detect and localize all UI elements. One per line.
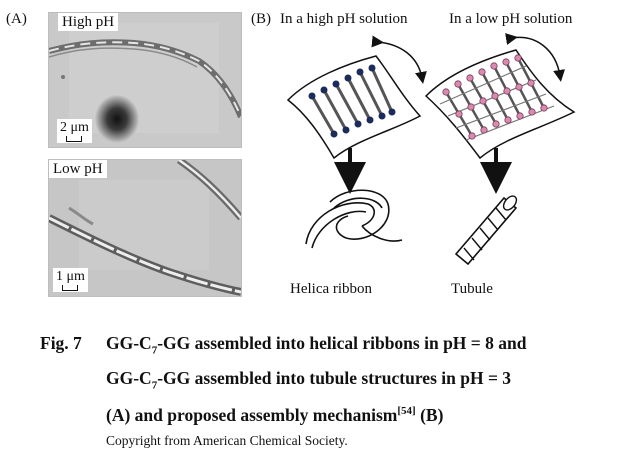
caption-reference: [54]: [397, 405, 416, 417]
micrograph-high-ph: High pH 2 μm: [48, 12, 242, 148]
caption-line-1: GG-C7-GG assembled into helical ribbons …: [106, 333, 526, 361]
scale-bar-low-ph: 1 μm: [53, 268, 88, 292]
caption-line-3-a: (A) and proposed assembly mechanism: [106, 404, 398, 425]
panel-a-label: (A): [6, 11, 27, 27]
caption-line-1-sub: 7: [151, 344, 158, 357]
helica-ribbon-label: Helica ribbon: [290, 281, 373, 297]
caption-line-2-b: -GG assembled into tubule structures in …: [157, 368, 512, 388]
rotate-arrow-left: [371, 35, 427, 84]
high-ph-tag: High pH: [58, 13, 119, 31]
low-ph-solution-title: In a low pH solution: [449, 11, 573, 27]
caption-line-2: GG-C7-GG assembled into tubule structure…: [106, 368, 511, 396]
figure-label: Fig. 7: [40, 333, 82, 353]
copyright-note: Copyright from American Chemical Society…: [106, 433, 348, 448]
caption-line-1-b: -GG assembled into helical ribbons in pH…: [157, 333, 527, 353]
caption-line-2-a: GG-C: [106, 368, 152, 388]
scale-bar-low-ph-mark: [62, 285, 79, 291]
tubule-label: Tubule: [451, 281, 493, 297]
helical-ribbon-shape: [305, 189, 403, 249]
caption-line-1-a: GG-C: [106, 333, 152, 353]
scale-bar-high-ph: 2 μm: [57, 119, 92, 143]
caption-line-3: (A) and proposed assembly mechanism[54] …: [106, 401, 443, 425]
caption-line-3-b: (B): [415, 404, 444, 425]
tubule-shape: [454, 195, 518, 266]
low-ph-sheet: [424, 49, 576, 160]
caption-line-2-sub: 7: [151, 379, 158, 392]
scale-bar-high-ph-mark: [66, 136, 83, 142]
scale-label-low-ph: 1 μm: [56, 269, 85, 284]
low-ph-tag: Low pH: [49, 160, 107, 178]
panel-b-label: (B): [251, 11, 271, 27]
rotate-arrow-right: [505, 33, 566, 82]
high-ph-solution-title: In a high pH solution: [280, 11, 408, 27]
high-ph-sheet: [286, 55, 422, 160]
assembly-mechanism-diagram: [286, 33, 576, 266]
scale-label-high-ph: 2 μm: [60, 120, 89, 135]
micrograph-low-ph: Low pH 1 μm: [48, 159, 242, 297]
